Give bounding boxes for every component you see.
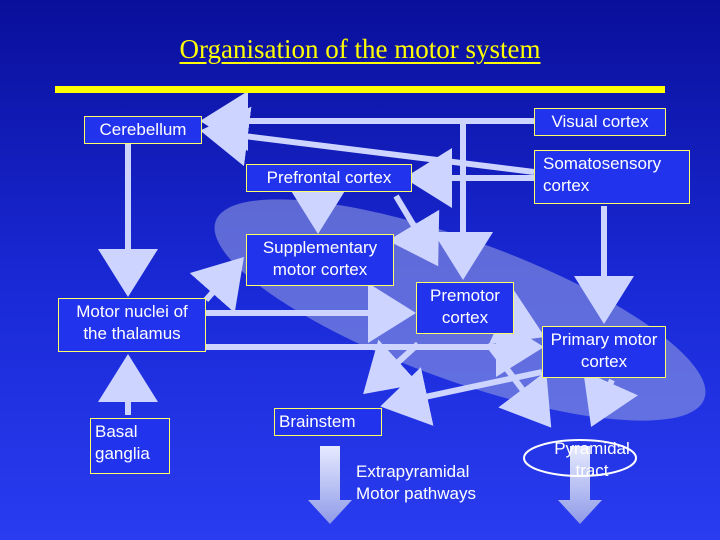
slide-title: Organisation of the motor system [179,34,541,64]
arrow-primary-to-pyramidal [583,370,639,427]
arrow-premotor-to-primary [488,289,545,345]
arrow-somatosensory-to-cerebellum [200,106,535,175]
arrow-premotor-to-brainstem [363,339,421,395]
node-motor-nuclei-thalamus: Motor nuclei of the thalamus [58,298,206,352]
node-premotor-cortex: Premotor cortex [416,282,514,334]
node-brainstem: Brainstem [274,408,382,436]
label-extrapyramidal: Extrapyramidal Motor pathways [356,462,476,503]
title-rule [55,86,665,93]
node-somatosensory-cortex: Somatosensory cortex [534,150,690,204]
node-primary-motor-cortex: Primary motor cortex [542,326,666,378]
node-visual-cortex: Visual cortex [534,108,666,136]
node-basal-ganglia: Basal ganglia [90,418,170,474]
node-cerebellum: Cerebellum [84,116,202,144]
arrow-thalamus-to-supplementary [189,257,244,313]
arrow-prefrontal-to-premotor [387,194,440,267]
node-prefrontal-cortex: Prefrontal cortex [246,164,412,192]
label-pyramidal-tract: Pyramidal tract [554,439,630,480]
descending-arrow-brainstem [308,446,352,524]
pyramidal-oval [523,439,637,477]
arrow-premotor-to-pyramidal [485,342,552,428]
descending-arrow-pyramidal [558,446,602,524]
node-supplementary-motor-cortex: Supplementary motor cortex [246,234,394,286]
